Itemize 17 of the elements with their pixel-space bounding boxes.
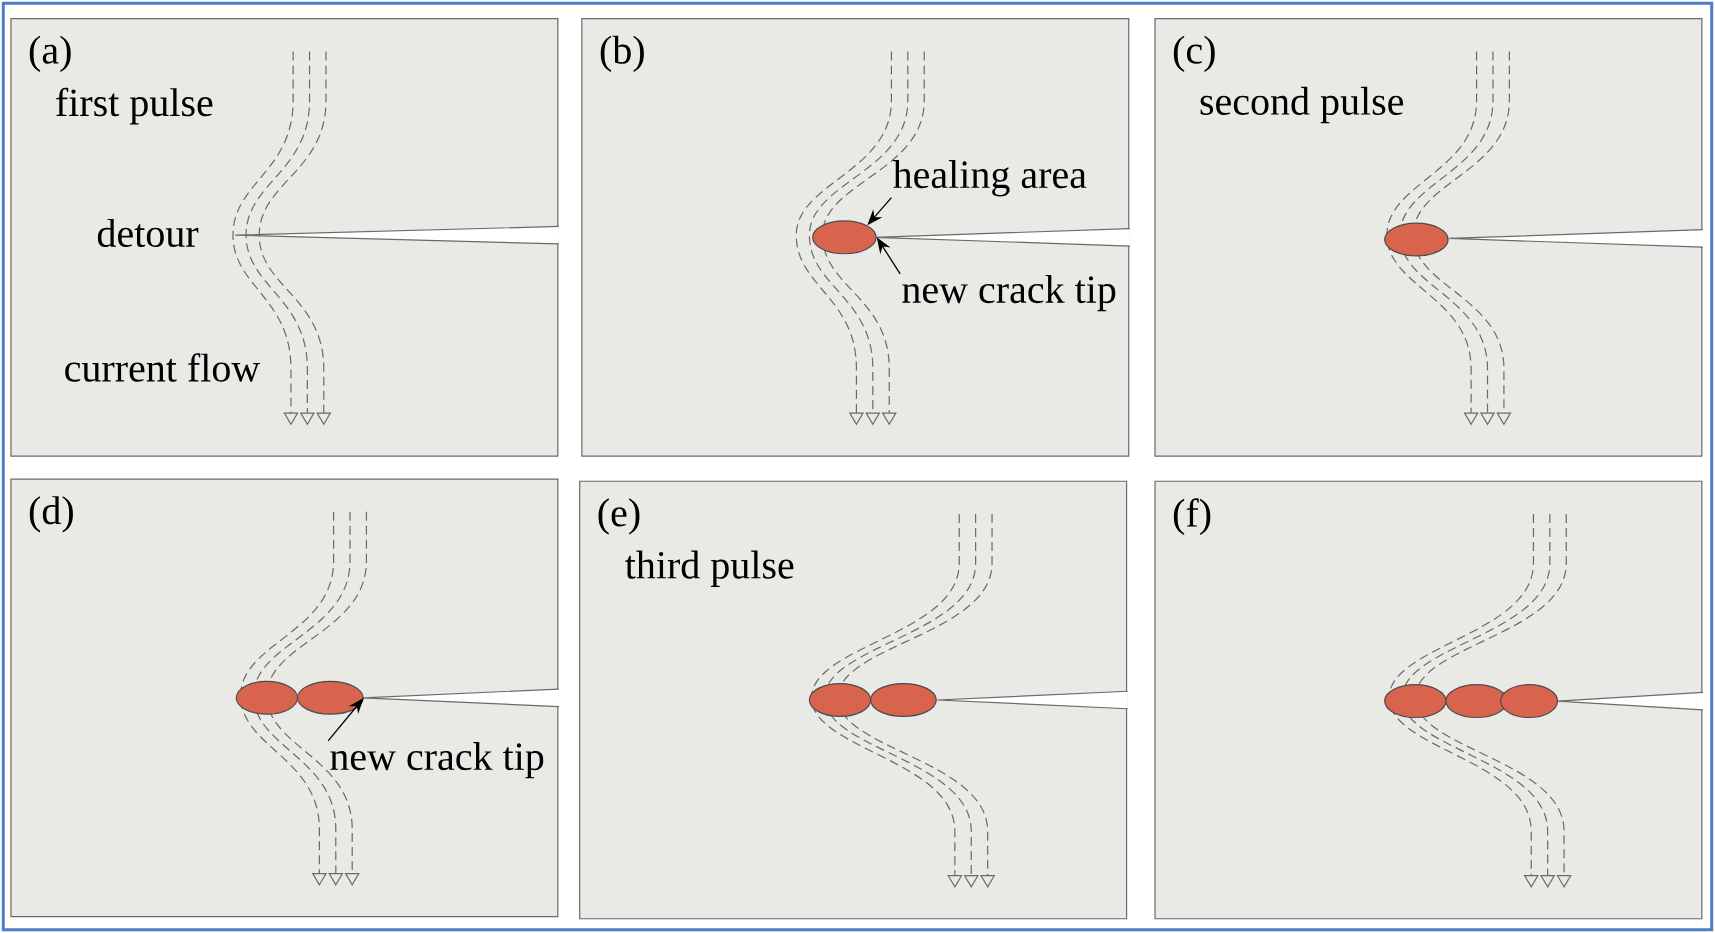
annotation-text: first pulse [56,87,213,125]
healing-area-ellipse [1384,222,1449,257]
panel: (f) [1154,480,1703,920]
annotation-text: detour [97,218,199,248]
annotation-text: current flow [65,353,261,382]
annotation-text: third pulse [625,550,794,587]
healing-area-ellipse [812,220,877,255]
callout-text: new crack tip [330,742,544,779]
healing-area-ellipse [870,683,937,717]
annotation-text: second pulse [1200,86,1404,124]
healing-area-ellipse [808,683,872,717]
callout-text: healing area [893,160,1087,197]
healing-area-ellipse [1500,684,1559,719]
healing-area-ellipse [1384,684,1447,719]
healing-area-ellipse [296,680,364,715]
healing-area-ellipse [235,680,299,715]
callout-text: new crack tip [902,275,1116,312]
